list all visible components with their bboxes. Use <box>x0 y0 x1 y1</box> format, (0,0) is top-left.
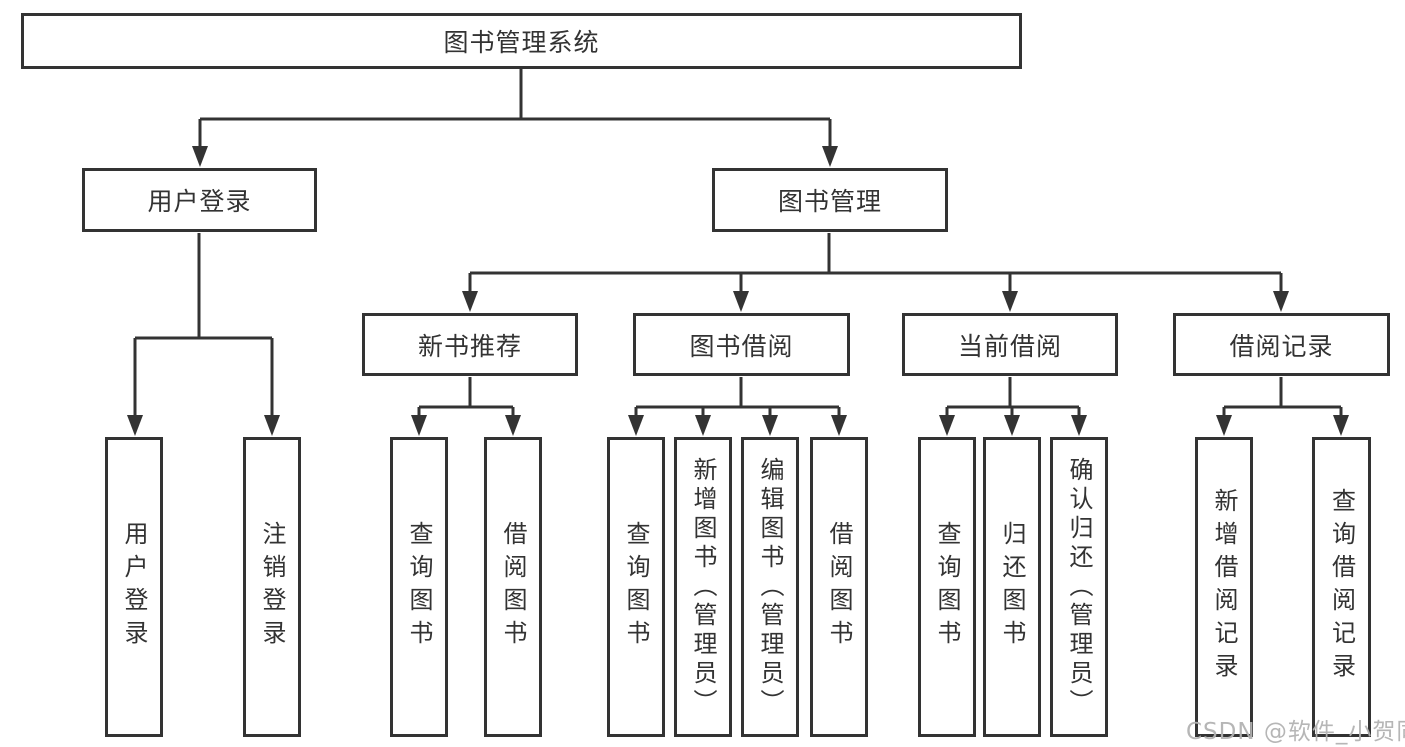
node-library-system: 图书管理系统 <box>21 13 1022 69</box>
node-leaf-confirm-return-admin: 确认归还（管理员） <box>1050 437 1108 737</box>
node-leaf-borrow-book: 借阅图书 <box>484 437 542 737</box>
node-leaf-logout: 注销登录 <box>243 437 301 737</box>
node-leaf-query-book: 查询图书 <box>607 437 665 737</box>
csdn-watermark: CSDN @软件_小贺同学 <box>1186 719 1405 745</box>
node-leaf-query-book: 查询图书 <box>390 437 448 737</box>
node-leaf-user-login: 用户登录 <box>105 437 163 737</box>
node-leaf-query-book: 查询图书 <box>918 437 976 737</box>
node-leaf-borrow-book: 借阅图书 <box>810 437 868 737</box>
node-user-login-group: 用户登录 <box>82 168 317 232</box>
node-leaf-edit-book-admin: 编辑图书（管理员） <box>741 437 799 737</box>
node-book-borrow: 图书借阅 <box>633 313 850 376</box>
node-new-book-recommend: 新书推荐 <box>362 313 578 376</box>
node-borrow-record: 借阅记录 <box>1173 313 1390 376</box>
node-leaf-query-borrow-record: 查询借阅记录 <box>1312 437 1371 737</box>
node-book-management: 图书管理 <box>712 168 948 232</box>
node-leaf-return-book: 归还图书 <box>983 437 1041 737</box>
node-leaf-add-book-admin: 新增图书（管理员） <box>674 437 732 737</box>
node-current-borrow: 当前借阅 <box>902 313 1118 376</box>
node-leaf-add-borrow-record: 新增借阅记录 <box>1195 437 1253 737</box>
